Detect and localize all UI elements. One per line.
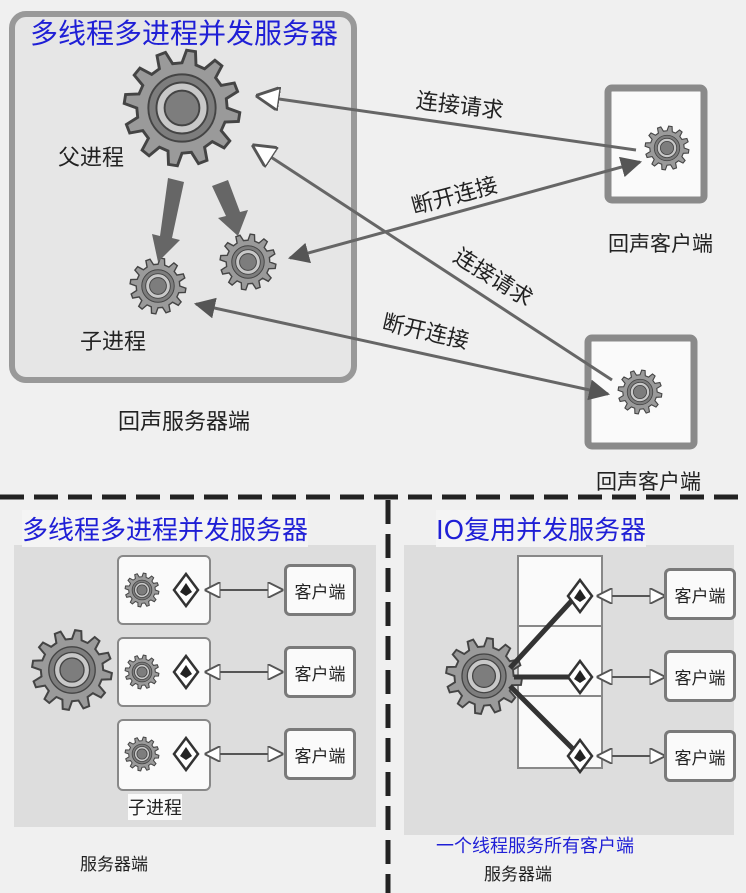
server-caption: 回声服务器端 bbox=[118, 410, 251, 435]
gear-icon bbox=[129, 257, 187, 315]
gear-icon bbox=[124, 654, 160, 690]
bl-child-label: 子进程 bbox=[128, 794, 182, 820]
client-caption-1: 回声客户端 bbox=[608, 232, 713, 256]
fork-arrow-2 bbox=[212, 180, 248, 236]
diamond-icon bbox=[172, 571, 200, 609]
gear-icon bbox=[445, 637, 523, 715]
disconnect-arrow-1 bbox=[287, 156, 643, 264]
br-title: IO复用并发服务器 bbox=[436, 510, 647, 547]
client-caption-2: 回声客户端 bbox=[596, 470, 701, 494]
disconnect-arrow-2 bbox=[193, 297, 611, 401]
bl-client-box-2: 客户端 bbox=[284, 646, 356, 698]
br-fan-line-3 bbox=[508, 684, 578, 754]
gear-icon bbox=[122, 48, 242, 168]
br-fan-line-1 bbox=[508, 594, 578, 670]
gear-icon bbox=[30, 628, 114, 712]
gear-icon bbox=[644, 125, 690, 171]
top-title: 多线程多进程并发服务器 bbox=[30, 17, 339, 50]
diamond-icon bbox=[172, 735, 200, 773]
br-note: 一个线程服务所有客户端 bbox=[436, 836, 634, 857]
br-server-caption: 服务器端 bbox=[484, 865, 552, 885]
bl-client-box-3: 客户端 bbox=[284, 728, 356, 780]
bl-server-caption: 服务器端 bbox=[80, 855, 148, 875]
diamond-icon bbox=[566, 577, 594, 615]
bl-client-box-1: 客户端 bbox=[284, 564, 356, 616]
connect-arrow-1 bbox=[258, 96, 637, 152]
gear-icon bbox=[617, 369, 663, 415]
parent-process-label: 父进程 bbox=[58, 146, 125, 171]
diamond-icon bbox=[566, 658, 594, 696]
child-process-label: 子进程 bbox=[80, 330, 147, 355]
fork-arrow-1 bbox=[152, 178, 184, 262]
br-client-box-1: 客户端 bbox=[664, 568, 736, 620]
gear-icon bbox=[124, 736, 160, 772]
gear-icon bbox=[124, 572, 160, 608]
br-client-box-2: 客户端 bbox=[664, 650, 736, 702]
bl-title: 多线程多进程并发服务器 bbox=[22, 510, 309, 547]
diamond-icon bbox=[566, 737, 594, 775]
br-client-box-3: 客户端 bbox=[664, 730, 736, 782]
gear-icon bbox=[219, 233, 277, 291]
diamond-icon bbox=[172, 653, 200, 691]
